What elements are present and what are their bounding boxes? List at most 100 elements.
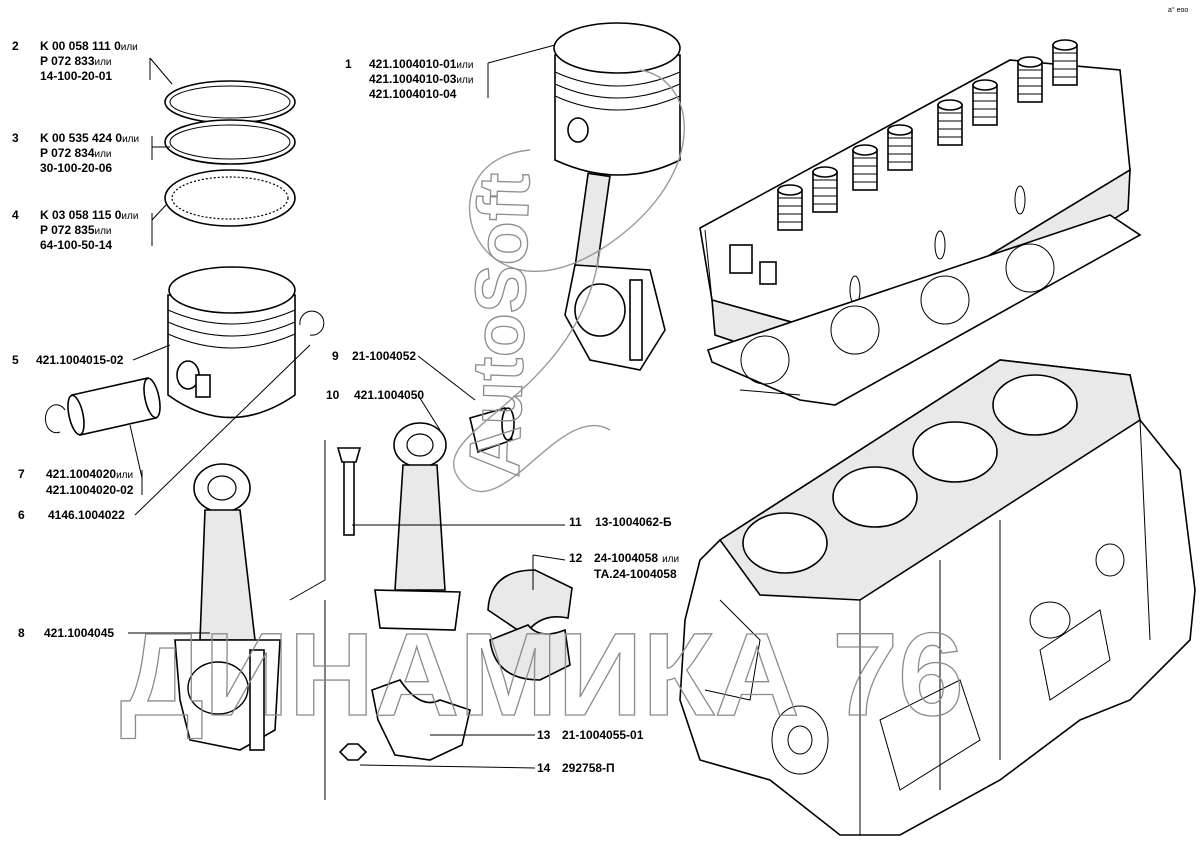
- svg-text:30-100-20-06: 30-100-20-06: [40, 161, 112, 175]
- head-gasket: [706, 214, 1142, 406]
- svg-text:292758-П: 292758-П: [562, 761, 615, 775]
- callout-number: 14: [537, 761, 551, 775]
- callout-6: 6 4146.1004022: [18, 508, 125, 522]
- rod-nut: [338, 743, 368, 761]
- piston: [167, 266, 325, 419]
- callout-8: 8 421.1004045: [18, 626, 114, 640]
- connecting-rod-centre: [374, 422, 461, 631]
- callout-9: 9 21-1004052: [332, 349, 416, 363]
- part-code: 421.1004015-02: [36, 353, 124, 367]
- callout-number: 11: [569, 515, 582, 529]
- part-alt-label: или: [456, 60, 473, 71]
- callout-4: 4 K 03 058 115 0или P 072 835или 64-100-…: [12, 208, 138, 252]
- part-alt-label: или: [456, 75, 473, 86]
- part-code: 21-1004055-01: [562, 728, 644, 742]
- svg-text:K 00 535 424 0или: K 00 535 424 0или: [40, 131, 139, 145]
- svg-text:421.1004010-03или: 421.1004010-03или: [369, 72, 473, 86]
- part-code: K 03 058 115 0: [40, 208, 122, 222]
- part-alt-label: или: [95, 149, 112, 160]
- part-code: 421.1004050: [354, 388, 424, 402]
- svg-text:421.1004015-02: 421.1004015-02: [36, 353, 124, 367]
- svg-text:421.1004010-04: 421.1004010-04: [369, 87, 457, 101]
- part-alt-label: или: [95, 57, 112, 68]
- part-code: 24-1004058: [594, 551, 658, 565]
- svg-text:13-1004062-Б: 13-1004062-Б: [595, 515, 672, 529]
- svg-text:P 072 835или: P 072 835или: [40, 223, 112, 237]
- svg-text:421.1004045: 421.1004045: [44, 626, 114, 640]
- watermark-logo: AutoSoft: [455, 172, 546, 479]
- part-alt-label: или: [95, 226, 112, 237]
- bushing: [469, 406, 515, 454]
- part-code: P 072 833: [40, 54, 95, 68]
- piston-rod-assembly: [553, 22, 681, 371]
- callout-number: 1: [345, 57, 352, 71]
- callout-14: 14 292758-П: [537, 761, 615, 775]
- part-code: 30-100-20-06: [40, 161, 112, 175]
- svg-text:421.1004020-02: 421.1004020-02: [46, 483, 134, 497]
- svg-text:21-1004052: 21-1004052: [352, 349, 416, 363]
- svg-text:14-100-20-01: 14-100-20-01: [40, 69, 112, 83]
- part-code: P 072 835: [40, 223, 95, 237]
- callout-number: 7: [18, 467, 25, 481]
- watermark-text: ДИНАМИКА 76: [120, 609, 964, 741]
- callout-10: 10 421.1004050: [326, 388, 424, 402]
- callout-number: 4: [12, 208, 19, 222]
- part-alt-label: или: [121, 211, 138, 222]
- part-alt-label: или: [116, 470, 133, 481]
- engine-block: [679, 359, 1196, 836]
- svg-text:421.1004020или: 421.1004020или: [46, 467, 133, 481]
- svg-text:421.1004010-01или: 421.1004010-01или: [369, 57, 473, 71]
- svg-text:ТА.24-1004058: ТА.24-1004058: [594, 567, 677, 581]
- callout-5: 5 421.1004015-02: [12, 353, 124, 367]
- callout-number: 12: [569, 551, 583, 565]
- callout-3: 3 K 00 535 424 0или P 072 834или 30-100-…: [12, 131, 139, 175]
- svg-text:64-100-50-14: 64-100-50-14: [40, 238, 112, 252]
- callout-7: 7 421.1004020или 421.1004020-02: [18, 467, 134, 497]
- part-code: ТА.24-1004058: [594, 567, 677, 581]
- part-code: 421.1004020-02: [46, 483, 134, 497]
- callout-number: 5: [12, 353, 19, 367]
- svg-text:K 00 058 111 0или: K 00 058 111 0или: [40, 39, 138, 53]
- callout-number: 2: [12, 39, 19, 53]
- callout-11: 11 13-1004062-Б: [569, 515, 672, 529]
- svg-text:421.1004050: 421.1004050: [354, 388, 424, 402]
- callout-13: 13 21-1004055-01: [537, 728, 644, 742]
- svg-text:P 072 833или: P 072 833или: [40, 54, 112, 68]
- bearing-shells: [487, 569, 573, 681]
- part-code: 421.1004010-03: [369, 72, 457, 86]
- callout-number: 6: [18, 508, 25, 522]
- part-alt-label: или: [122, 134, 139, 145]
- part-code: 421.1004020: [46, 467, 116, 481]
- watermark: ДИНАМИКА 76 AutoSoft: [119, 69, 964, 742]
- part-alt-label: или: [662, 554, 679, 565]
- callout-12: 12 24-1004058 или ТА.24-1004058: [569, 551, 679, 581]
- corner-mark: a° eoo: [1168, 6, 1188, 14]
- callout-number: 3: [12, 131, 19, 145]
- callout-number: 8: [18, 626, 25, 640]
- part-alt-label: или: [121, 42, 138, 53]
- part-code: 292758-П: [562, 761, 615, 775]
- callout-1: 1 421.1004010-01или 421.1004010-03или 42…: [345, 57, 473, 101]
- part-code: 13-1004062-Б: [595, 515, 672, 529]
- part-code: 64-100-50-14: [40, 238, 112, 252]
- part-code: 4146.1004022: [48, 508, 125, 522]
- piston-pin: [44, 377, 161, 436]
- connecting-rod: [174, 463, 281, 751]
- rod-bolt: [336, 447, 362, 536]
- part-code: K 00 058 111 0: [40, 39, 121, 53]
- part-code: 421.1004010-04: [369, 87, 457, 101]
- callout-number: 13: [537, 728, 551, 742]
- group-bracket: [289, 440, 326, 800]
- svg-text:4146.1004022: 4146.1004022: [48, 508, 125, 522]
- svg-text:K 03 058 115 0или: K 03 058 115 0или: [40, 208, 138, 222]
- part-code: 21-1004052: [352, 349, 416, 363]
- callout-2: 2 K 00 058 111 0или P 072 833или 14-100-…: [12, 39, 138, 83]
- leader-lines: [128, 44, 566, 769]
- svg-text:21-1004055-01: 21-1004055-01: [562, 728, 644, 742]
- part-code: 14-100-20-01: [40, 69, 112, 83]
- rod-cap: [371, 679, 471, 761]
- part-code: K 00 535 424 0: [40, 131, 122, 145]
